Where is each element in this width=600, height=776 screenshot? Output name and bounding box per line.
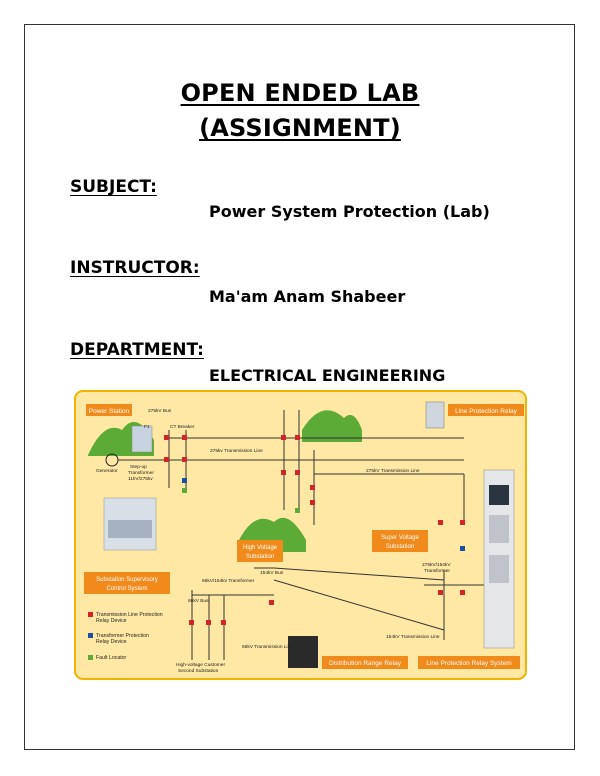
supervisory-label: Substation Supervisory: [96, 577, 158, 583]
distribution-relay-device: [288, 636, 318, 668]
transmission-line-275-top-label: 275kv Transmission Line: [210, 448, 263, 454]
hill-graphic: [302, 410, 362, 442]
stepup-label-2: Transformer: [128, 470, 154, 476]
legend-green-label: Fault Locator: [96, 655, 127, 661]
power-system-protection-diagram: Power Station Line Protection Relay High…: [74, 390, 527, 680]
transmission-line-275-mid-label: 275kV Transmission Line: [366, 468, 420, 474]
bus-66-label: 66kV Bus: [188, 598, 209, 604]
stepup-label-1: Step-up: [130, 464, 147, 470]
supervisory-label-box: [84, 572, 170, 594]
page-border: [24, 24, 575, 750]
line-protection-relay-label-box: [448, 404, 524, 416]
department-value: ELECTRICAL ENGINEERING: [209, 366, 446, 385]
relay-cabinet-panel: [489, 515, 509, 543]
transmission-line-154-label: 154kV Transmission Line: [386, 634, 440, 640]
transformer-275-154-label-1: 275kV/154kV: [422, 562, 451, 568]
line-protection-system-label-box: [418, 656, 520, 669]
relay-cabinet-panel: [489, 485, 509, 505]
legend-blue-swatch: [88, 633, 93, 638]
legend-blue-label-1: Transformer Protection: [96, 633, 149, 639]
line-protection-relay-device: [425, 401, 445, 429]
control-desk-graphic: [108, 520, 152, 538]
relay-cabinet-panel: [489, 555, 509, 583]
bus-275-label: 275kV Bus: [148, 408, 172, 414]
distribution-relay-label-box: [322, 656, 408, 669]
super-voltage-substation-label: Substation: [386, 544, 414, 550]
legend-blue-label-2: Relay Device: [96, 639, 127, 645]
ct-breaker-label: CT Breaker: [170, 424, 195, 430]
transformer-275-154-label-2: Transformer: [424, 568, 450, 574]
bus-154-label: 154kV Bus: [260, 570, 284, 576]
customer-label-2: Second Substation: [178, 668, 219, 674]
power-station-label-box: [86, 404, 132, 416]
document-title-line1: OPEN ENDED LAB: [180, 79, 420, 107]
high-voltage-substation-label: Substation: [246, 554, 274, 560]
power-plant-icon: [131, 425, 153, 453]
line-protection-system-label: Line Protection Relay System: [426, 660, 511, 667]
transformer-66-154-label: 66kV/154kv Transformer: [202, 578, 255, 584]
transmission-line-66-label: 66kV Transmission Line: [242, 644, 293, 650]
power-station-label: Power Station: [89, 408, 130, 415]
instructor-value: Ma'am Anam Shabeer: [209, 287, 406, 306]
high-voltage-substation-label-box: [237, 540, 283, 562]
subject-label: SUBJECT:: [70, 177, 157, 197]
distribution-relay-label: Distribution Range Relay: [329, 660, 402, 667]
customer-label-1: High-voltage Customer: [176, 662, 225, 668]
legend-green-swatch: [88, 655, 93, 660]
line-protection-relay-label: Line Protection Relay: [455, 408, 518, 415]
legend-red-label-1: Transmission Line Protection: [96, 612, 163, 618]
stepup-label-3: 11kV/275kv: [128, 476, 153, 482]
instructor-label: INSTRUCTOR:: [70, 258, 200, 278]
f1-label: F1: [144, 424, 150, 430]
super-voltage-label: Super Voltage: [381, 535, 419, 541]
legend-red-label-2: Relay Device: [96, 618, 127, 624]
control-system-label: Control System: [106, 586, 147, 592]
generator-label: Generator: [96, 468, 118, 474]
department-label: DEPARTMENT:: [70, 340, 204, 360]
high-voltage-label: High Voltage: [243, 545, 278, 551]
super-voltage-substation-label-box: [372, 530, 428, 552]
document-title-line2: (ASSIGNMENT): [199, 114, 401, 142]
legend-red-swatch: [88, 612, 93, 617]
subject-value: Power System Protection (Lab): [209, 202, 490, 221]
